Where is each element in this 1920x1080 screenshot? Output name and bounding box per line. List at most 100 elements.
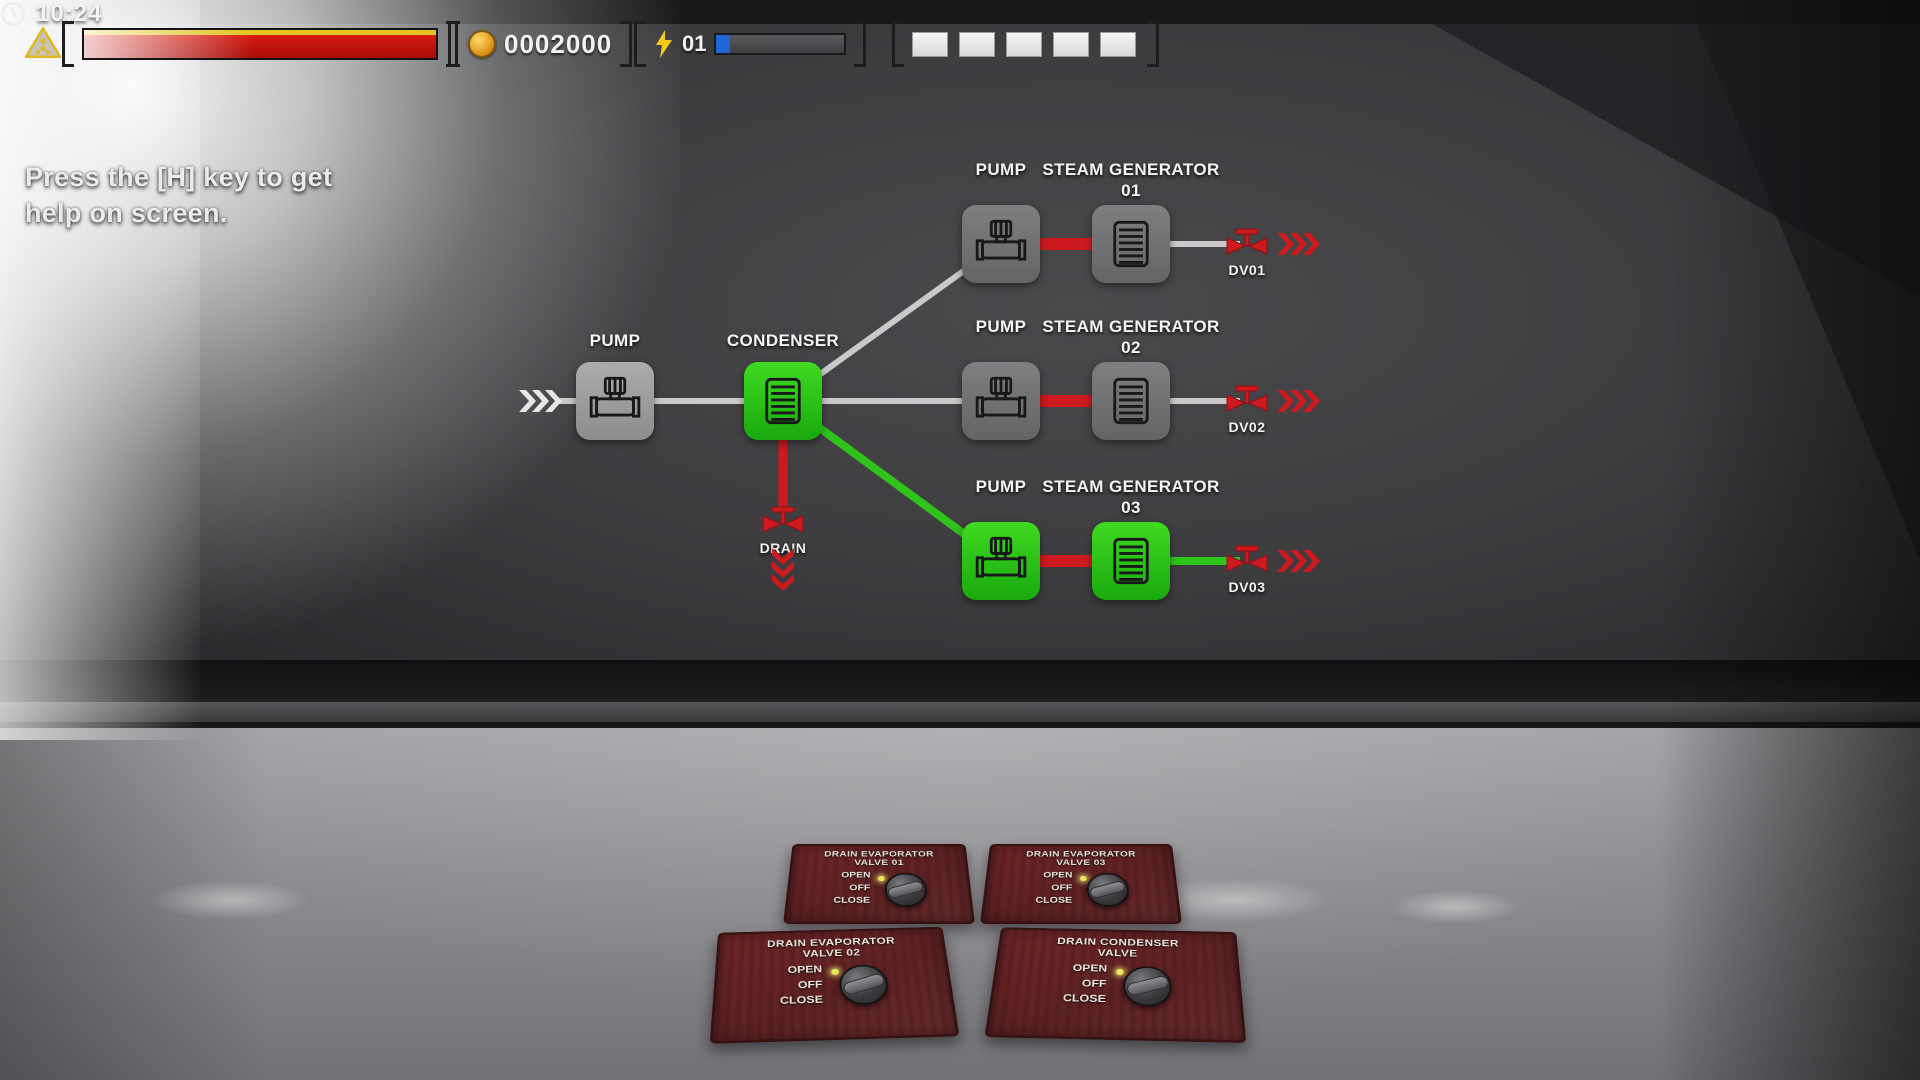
close-label: CLOSE: [833, 894, 870, 907]
energy-group: 01: [634, 24, 866, 64]
knob-handle: [886, 880, 925, 899]
energy-bar: [714, 33, 846, 55]
lightning-icon: [654, 30, 674, 58]
energy-count: 01: [682, 31, 706, 57]
hud-bracket: [62, 21, 74, 67]
health-group: [62, 24, 458, 64]
hud-bracket: [634, 21, 646, 67]
branch3-generator-number: 03: [1042, 497, 1219, 518]
steam-generator-icon: [1105, 375, 1157, 427]
branch2-generator-name: STEAM GENERATOR: [1042, 316, 1219, 337]
panel-title: DRAIN EVAPORATOR: [794, 850, 965, 858]
condenser-box: [744, 362, 822, 440]
pump-icon: [975, 535, 1027, 587]
panel-subtitle: VALVE 01: [793, 858, 966, 867]
branch2-pump-label: PUMP: [976, 316, 1027, 337]
dv02-flow-chevrons-icon: [1276, 389, 1322, 413]
health-bar-bloom: [84, 30, 436, 58]
open-label: OPEN: [1036, 870, 1072, 882]
inventory-slot: [959, 32, 995, 57]
valve-knob[interactable]: [1123, 966, 1172, 1007]
wall-ledge-highlight: [0, 702, 1920, 722]
condenser-icon: [757, 375, 809, 427]
condenser-label: CONDENSER: [727, 330, 839, 351]
valve-knob[interactable]: [885, 873, 928, 906]
drain-evaporator-valve-03-panel: DRAIN EVAPORATOR VALVE 03 OPEN OFF CLOSE: [980, 844, 1182, 924]
dv03-flow-chevrons-icon: [1276, 549, 1322, 573]
steam-generator-icon: [1105, 218, 1157, 270]
close-label: CLOSE: [1035, 894, 1072, 907]
inventory-slot: [1053, 32, 1089, 57]
branch1-generator-name: STEAM GENERATOR: [1042, 159, 1219, 180]
branch2-generator-label: STEAM GENERATOR 02: [1042, 316, 1219, 358]
branch3-pump-label: PUMP: [976, 476, 1027, 497]
pump-icon: [975, 218, 1027, 270]
off-label: OFF: [1064, 975, 1107, 991]
branch3-generator-box: [1092, 522, 1170, 600]
dv01-label: DV01: [1228, 262, 1265, 278]
dv01-valve-icon: [1224, 224, 1270, 264]
floor-light-reflection: [150, 880, 310, 920]
open-label: OPEN: [780, 962, 822, 978]
dv01-flow-chevrons-icon: [1276, 232, 1322, 256]
hud-bracket: [892, 21, 904, 67]
health-bar: [82, 28, 438, 60]
inlet-flow-chevrons-icon: [518, 389, 564, 413]
branch2-generator-box: [1092, 362, 1170, 440]
drain-evaporator-valve-02-panel: DRAIN EVAPORATOR VALVE 02 OPEN OFF CLOSE: [710, 927, 960, 1044]
branch2-pump-box: [962, 362, 1040, 440]
score-group: 0002000: [448, 24, 632, 64]
hud-bracket: [1147, 21, 1159, 67]
steam-generator-icon: [1105, 535, 1157, 587]
branch1-pump-box: [962, 205, 1040, 283]
pump-icon: [589, 375, 641, 427]
branch1-generator-box: [1092, 205, 1170, 283]
pump-icon: [975, 375, 1027, 427]
medal-icon: [468, 30, 496, 58]
clock-icon: [0, 1, 26, 27]
panel-title: DRAIN EVAPORATOR: [991, 850, 1171, 858]
hud: 0002000 01: [0, 0, 1920, 130]
knob-handle: [841, 973, 886, 997]
dv03-label: DV03: [1228, 579, 1265, 595]
branch1-generator-number: 01: [1042, 180, 1219, 201]
dv02-valve-icon: [1224, 381, 1270, 421]
valve-knob[interactable]: [1087, 873, 1130, 906]
indicator-light: [831, 969, 839, 976]
floor-light-reflection: [1390, 890, 1520, 924]
indicator-light: [878, 876, 885, 881]
indicator-light: [1080, 876, 1087, 881]
inventory-slot: [1006, 32, 1042, 57]
valve-knob[interactable]: [839, 964, 890, 1005]
open-label: OPEN: [1065, 960, 1108, 976]
hud-bracket: [448, 21, 460, 67]
score-value: 0002000: [504, 29, 612, 60]
inventory-slot: [1100, 32, 1136, 57]
hud-bracket: [620, 21, 632, 67]
indicator-light: [1116, 969, 1124, 976]
inlet-pump-box: [576, 362, 654, 440]
branch3-generator-label: STEAM GENERATOR 03: [1042, 476, 1219, 518]
knob-handle: [1125, 975, 1170, 997]
branch2-generator-number: 02: [1042, 337, 1219, 358]
drain-evaporator-valve-01-panel: DRAIN EVAPORATOR VALVE 01 OPEN OFF CLOSE: [783, 844, 975, 924]
inventory-slot: [912, 32, 948, 57]
knob-handle: [1088, 880, 1127, 899]
off-label: OFF: [1036, 882, 1073, 895]
off-label: OFF: [834, 882, 871, 895]
radiation-warning-icon: [24, 26, 62, 60]
dv02-label: DV02: [1228, 419, 1265, 435]
drain-flow-chevrons-icon: [771, 547, 795, 593]
close-label: CLOSE: [780, 992, 823, 1009]
branch3-pump-box: [962, 522, 1040, 600]
close-label: CLOSE: [1062, 990, 1106, 1007]
dv03-valve-icon: [1224, 541, 1270, 581]
branch3-generator-name: STEAM GENERATOR: [1042, 476, 1219, 497]
panel-subtitle: VALVE 03: [990, 858, 1172, 867]
right-shadow: [1660, 0, 1920, 1080]
inventory-group: [892, 24, 1159, 64]
open-label: OPEN: [834, 870, 870, 882]
off-label: OFF: [780, 976, 823, 992]
drain-valve-icon: [760, 502, 806, 542]
